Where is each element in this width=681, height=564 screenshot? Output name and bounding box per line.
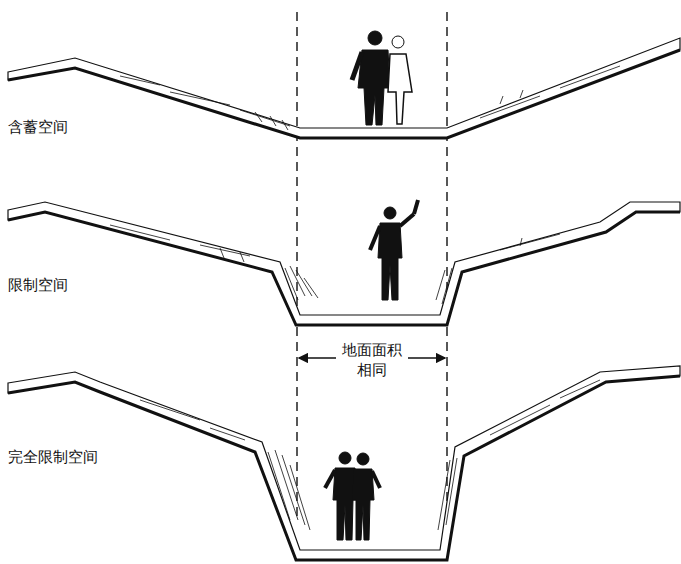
- terrain-profile: [8, 38, 680, 138]
- space-label: 完全限制空间: [8, 448, 98, 467]
- space-label: 含蓄空间: [8, 118, 68, 137]
- guide-line: [296, 12, 297, 520]
- people-figure: [352, 31, 412, 125]
- people-figure: [325, 452, 380, 540]
- guide-line: [446, 12, 447, 520]
- dimension-label: 地面面积 相同: [336, 340, 408, 381]
- person-figure: [370, 200, 418, 300]
- terrain-profile: [8, 366, 680, 560]
- terrain-profile: [8, 202, 680, 325]
- space-label: 限制空间: [8, 276, 68, 295]
